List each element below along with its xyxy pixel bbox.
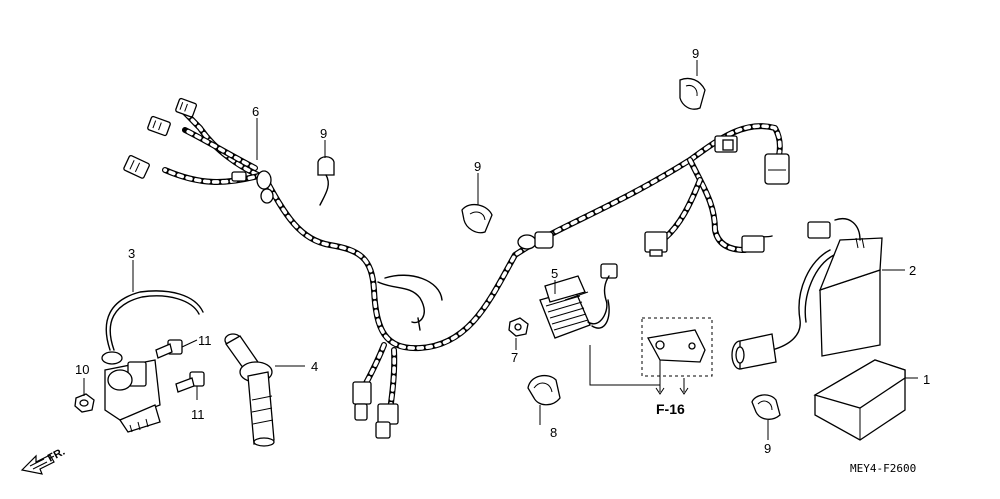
- reference-box-f16: [589, 317, 713, 395]
- label-part-2: 2: [909, 263, 916, 278]
- cdi-unit: [771, 218, 883, 357]
- nut-small: [508, 317, 529, 337]
- label-part-8: 8: [550, 425, 557, 440]
- front-arrow-icon: [20, 454, 55, 475]
- bolt-upper: [155, 339, 183, 359]
- bolt-lower: [175, 371, 205, 393]
- ignition-coil: [101, 290, 204, 433]
- nut: [74, 393, 95, 413]
- label-part-5: 5: [551, 266, 558, 281]
- label-part-11-lower: 11: [191, 407, 205, 422]
- label-part-7: 7: [511, 350, 518, 365]
- label-part-10: 10: [75, 362, 89, 377]
- harness-connectors: [123, 97, 790, 439]
- band-clamp: [527, 374, 561, 406]
- drawing-code: MEY4-F2600: [850, 462, 916, 475]
- label-part-4: 4: [311, 359, 318, 374]
- label-part-1: 1: [923, 372, 930, 387]
- coupler: [731, 333, 777, 370]
- label-part-3: 3: [128, 246, 135, 261]
- label-part-9-c: 9: [692, 46, 699, 61]
- leader-lines: [83, 60, 918, 440]
- wire-clamp-b: [461, 203, 493, 234]
- regulator-rectifier: [539, 275, 610, 339]
- label-part-9-d: 9: [764, 441, 771, 456]
- label-part-9-a: 9: [320, 126, 327, 141]
- front-label: FR.: [46, 446, 67, 465]
- wire-clamp-c: [679, 77, 706, 110]
- label-part-9-b: 9: [474, 159, 481, 174]
- spark-plug-cap: [224, 333, 275, 447]
- cdi-cover: [813, 359, 906, 441]
- reference-label: F-16: [656, 401, 685, 417]
- label-part-11-upper: 11: [198, 333, 212, 348]
- part-labels: 1 2 3 4 5 6 7 8 9 9 9 9 10 11 11: [75, 46, 930, 456]
- wire-clamp-d: [751, 394, 781, 420]
- wire-clamp-a: [317, 156, 335, 206]
- label-part-6: 6: [252, 104, 259, 119]
